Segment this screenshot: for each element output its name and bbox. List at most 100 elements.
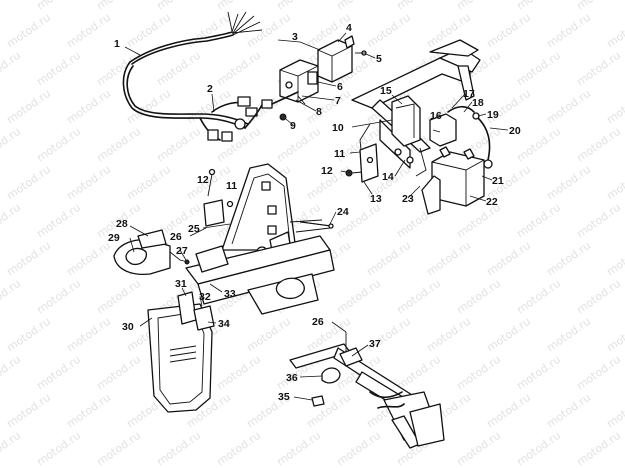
callout-31: 31 <box>175 278 187 290</box>
watermark-text: motod.ru <box>604 11 625 51</box>
watermark-text: motod.ru <box>544 87 593 127</box>
watermark-text: motod.ru <box>574 277 623 317</box>
watermark-text: motod.ru <box>34 353 83 393</box>
watermark-text: motod.ru <box>124 163 173 203</box>
watermark-text: motod.ru <box>604 315 625 355</box>
callout-16: 16 <box>430 110 442 122</box>
watermark-text: motod.ru <box>514 353 563 393</box>
watermark-text: motod.ru <box>334 277 383 317</box>
callout-32: 32 <box>199 291 211 303</box>
callout-2: 2 <box>207 83 213 95</box>
watermark-text: motod.ru <box>334 0 383 12</box>
callout-10: 10 <box>332 122 344 134</box>
watermark-text: motod.ru <box>544 239 593 279</box>
callout-18: 18 <box>472 97 484 109</box>
watermark-text: motod.ru <box>34 125 83 165</box>
watermark-text: motod.ru <box>274 125 323 165</box>
watermark-text: motod.ru <box>34 49 83 89</box>
callout-13: 13 <box>370 193 382 205</box>
watermark-text: motod.ru <box>4 391 53 431</box>
watermark-text: motod.ru <box>484 315 533 355</box>
watermark-text: motod.ru <box>0 353 23 393</box>
watermark-text: motod.ru <box>154 0 203 12</box>
watermark-text: motod.ru <box>64 391 113 431</box>
watermark-text: motod.ru <box>604 391 625 431</box>
callout-35: 35 <box>278 391 290 403</box>
frame-lower <box>289 332 445 449</box>
mount-bracket <box>345 143 379 183</box>
watermark-text: motod.ru <box>4 87 53 127</box>
callout-36: 36 <box>286 372 298 384</box>
watermark-text: motod.ru <box>544 163 593 203</box>
connector-rod <box>301 221 334 229</box>
callout-30: 30 <box>122 321 134 333</box>
callout-11-right: 11 <box>334 148 345 160</box>
callout-5: 5 <box>376 53 382 65</box>
watermark-text: motod.ru <box>214 353 263 393</box>
watermark-text: motod.ru <box>64 163 113 203</box>
watermark-text: motod.ru <box>34 201 83 241</box>
watermark-text: motod.ru <box>514 277 563 317</box>
watermark-text: motod.ru <box>94 125 143 165</box>
watermark-text: motod.ru <box>544 315 593 355</box>
watermark-text: motod.ru <box>154 125 203 165</box>
watermark-text: motod.ru <box>64 315 113 355</box>
callout-12-right: 12 <box>321 165 333 177</box>
watermark-text: motod.ru <box>514 49 563 89</box>
watermark-text: motod.ru <box>0 0 23 12</box>
watermark-text: motod.ru <box>334 429 383 468</box>
ignition-module <box>261 35 367 121</box>
callout-20: 20 <box>509 125 521 137</box>
watermark-text: motod.ru <box>274 0 323 12</box>
watermark-text: motod.ru <box>574 0 623 12</box>
watermark-text: motod.ru <box>394 353 443 393</box>
watermark-text: motod.ru <box>94 0 143 12</box>
watermark-text: motod.ru <box>214 49 263 89</box>
callout-7: 7 <box>335 95 341 107</box>
watermark-text: motod.ru <box>394 0 443 12</box>
watermark-text: motod.ru <box>514 201 563 241</box>
watermark-text: motod.ru <box>514 0 563 12</box>
callout-37: 37 <box>369 338 381 350</box>
watermark-text: motod.ru <box>544 391 593 431</box>
watermark-text: motod.ru <box>0 277 23 317</box>
watermark-text: motod.ru <box>244 315 293 355</box>
watermark-text: motod.ru <box>604 163 625 203</box>
callout-21: 21 <box>492 175 504 187</box>
watermark-text: motod.ru <box>214 429 263 468</box>
watermark-text: motod.ru <box>0 429 23 468</box>
callout-labels: 1 2 3 4 5 6 7 8 9 10 11 11 12 12 13 14 1… <box>108 22 521 403</box>
watermark-text: motod.ru <box>514 429 563 468</box>
watermark-text: motod.ru <box>574 125 623 165</box>
watermark-text: motod.ru <box>604 87 625 127</box>
frame-upper <box>351 39 481 177</box>
watermark-text: motod.ru <box>154 49 203 89</box>
watermark-text: motod.ru <box>574 353 623 393</box>
callout-24: 24 <box>337 206 349 218</box>
watermark-text: motod.ru <box>64 239 113 279</box>
watermark-text: motod.ru <box>484 239 533 279</box>
callout-29: 29 <box>108 232 120 244</box>
callout-8: 8 <box>316 106 322 118</box>
callout-11-left: 11 <box>226 180 237 192</box>
watermark-text: motod.ru <box>34 277 83 317</box>
watermark-text: motod.ru <box>4 11 53 51</box>
watermark-text: motod.ru <box>574 49 623 89</box>
watermark-text: motod.ru <box>94 277 143 317</box>
callout-12-left: 12 <box>197 174 209 186</box>
watermark-text: motod.ru <box>544 11 593 51</box>
watermark-text: motod.ru <box>394 277 443 317</box>
watermark-text: motod.ru <box>514 125 563 165</box>
watermark-text: motod.ru <box>484 11 533 51</box>
callout-9: 9 <box>290 120 296 132</box>
watermark-text: motod.ru <box>424 239 473 279</box>
watermark-text: motod.ru <box>484 391 533 431</box>
callout-14: 14 <box>382 171 394 183</box>
callout-27: 27 <box>176 245 188 257</box>
watermark-text: motod.ru <box>454 353 503 393</box>
leader-lines <box>124 32 509 401</box>
watermark-text: motod.ru <box>94 353 143 393</box>
callout-1: 1 <box>114 38 120 50</box>
watermark-text: motod.ru <box>574 429 623 468</box>
